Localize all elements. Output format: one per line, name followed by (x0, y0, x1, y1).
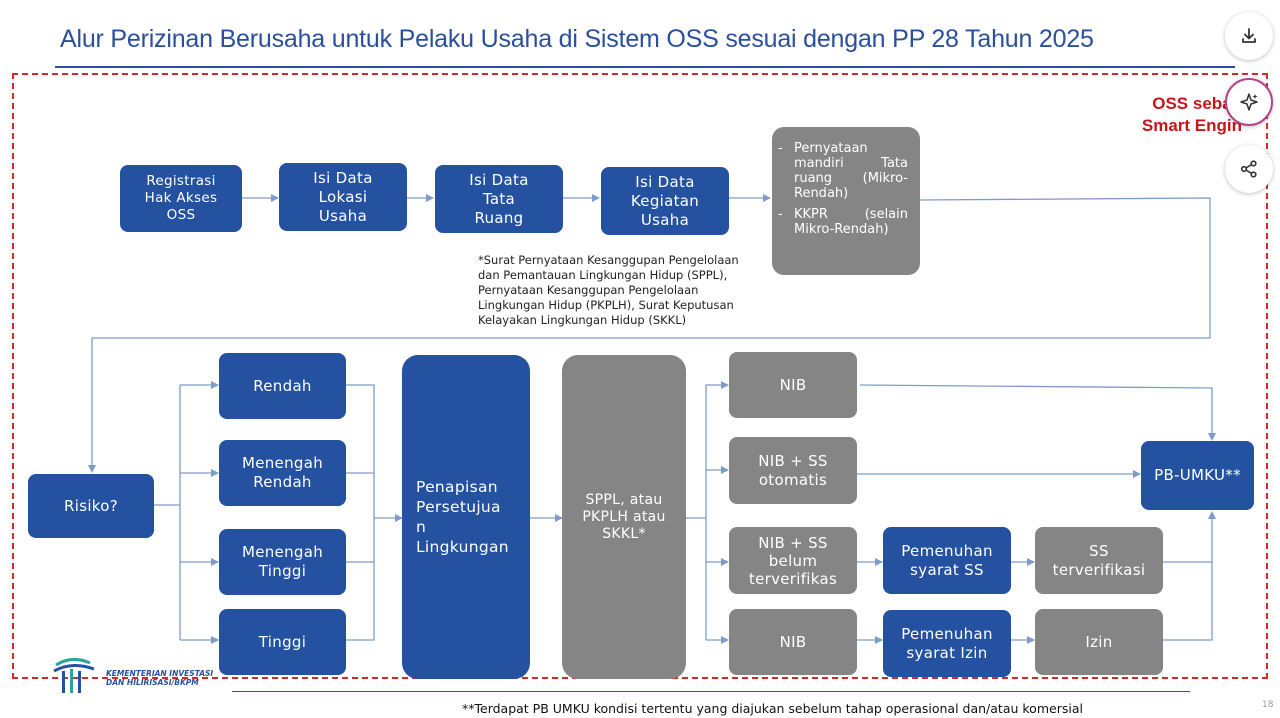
oss-label-line2: Smart Engin (1141, 116, 1242, 135)
download-button[interactable] (1225, 12, 1273, 60)
title-underline (55, 66, 1235, 68)
tinggi-node: Tinggi (219, 609, 346, 675)
rendah-node: Rendah (219, 353, 346, 419)
arrow-kkpr-risiko (88, 197, 1211, 473)
nib-ss-otomatis-node: NIB + SS otomatis (729, 437, 857, 504)
pb-umku-node: PB-UMKU** (1141, 441, 1254, 510)
gray-list-item-1: Pernyataan mandiri Tata ruang (Mikro-Ren… (794, 141, 908, 201)
ai-assist-button[interactable] (1225, 78, 1273, 126)
logo-emblem-icon (53, 658, 95, 693)
footnote-pb-umku: **Terdapat PB UMKU kondisi tertentu yang… (462, 701, 1083, 716)
risiko-node: Risiko? (28, 474, 154, 538)
share-icon (1240, 160, 1257, 178)
izin-node: Izin (1035, 609, 1163, 675)
nib-ss-belum-node: NIB + SS belum terverifikas (729, 527, 857, 594)
logo-text: KEMENTERIAN INVESTASI DAN HILIRISASI/BKP… (106, 669, 214, 687)
oss-label-line1: OSS sebag (1152, 94, 1242, 113)
pemenuhan-ss-node: Pemenuhan syarat SS (883, 527, 1011, 594)
footer-rule (232, 691, 1190, 692)
registrasi-node: Registrasi Hak Akses OSS (120, 165, 242, 232)
line-merge-risk (346, 384, 375, 641)
nib-node-2: NIB (729, 609, 857, 675)
kementerian-logo: KEMENTERIAN INVESTASI DAN HILIRISASI/BKP… (50, 655, 250, 695)
share-button[interactable] (1225, 145, 1273, 193)
penapisan-node: Penapisan Persetujua n Lingkungan (402, 355, 530, 679)
sparkle-icon (1240, 93, 1258, 111)
lokasi-node: Isi Data Lokasi Usaha (279, 163, 407, 231)
oss-smart-engine-label: OSS sebag Smart Engin (1080, 90, 1242, 142)
gray-list-item: -Pernyataan mandiri Tata ruang (Mikro-Re… (778, 141, 908, 201)
arrow-ss-pbumku (1163, 511, 1216, 563)
footnote-sppl: *Surat Pernyataan Kesanggupan Pengelolaa… (478, 253, 739, 327)
arrow-nib1-pbumku (859, 384, 1216, 441)
tata-ruang-node: Isi Data Tata Ruang (435, 165, 563, 233)
pemenuhan-izin-node: Pemenuhan syarat Izin (883, 610, 1011, 677)
sppl-node: SPPL, atau PKPLH atau SKKL* (562, 355, 686, 679)
gray-list-item: -KKPR (selain Mikro-Rendah) (778, 207, 908, 237)
nib-node-1: NIB (729, 352, 857, 418)
gray-list-item-2: KKPR (selain Mikro-Rendah) (794, 207, 908, 237)
kegiatan-node: Isi Data Kegiatan Usaha (601, 167, 729, 235)
ss-terverifikasi-node: SS terverifikasi (1035, 527, 1163, 594)
line-izin-pbumku (1163, 562, 1213, 641)
menengah-tinggi-node: Menengah Tinggi (219, 529, 346, 595)
download-icon (1242, 28, 1256, 43)
menengah-rendah-node: Menengah Rendah (219, 440, 346, 506)
page-number: 18 (1262, 700, 1274, 710)
page-title: Alur Perizinan Berusaha untuk Pelaku Usa… (60, 25, 1094, 53)
kkpr-list-node: -Pernyataan mandiri Tata ruang (Mikro-Re… (772, 127, 920, 275)
